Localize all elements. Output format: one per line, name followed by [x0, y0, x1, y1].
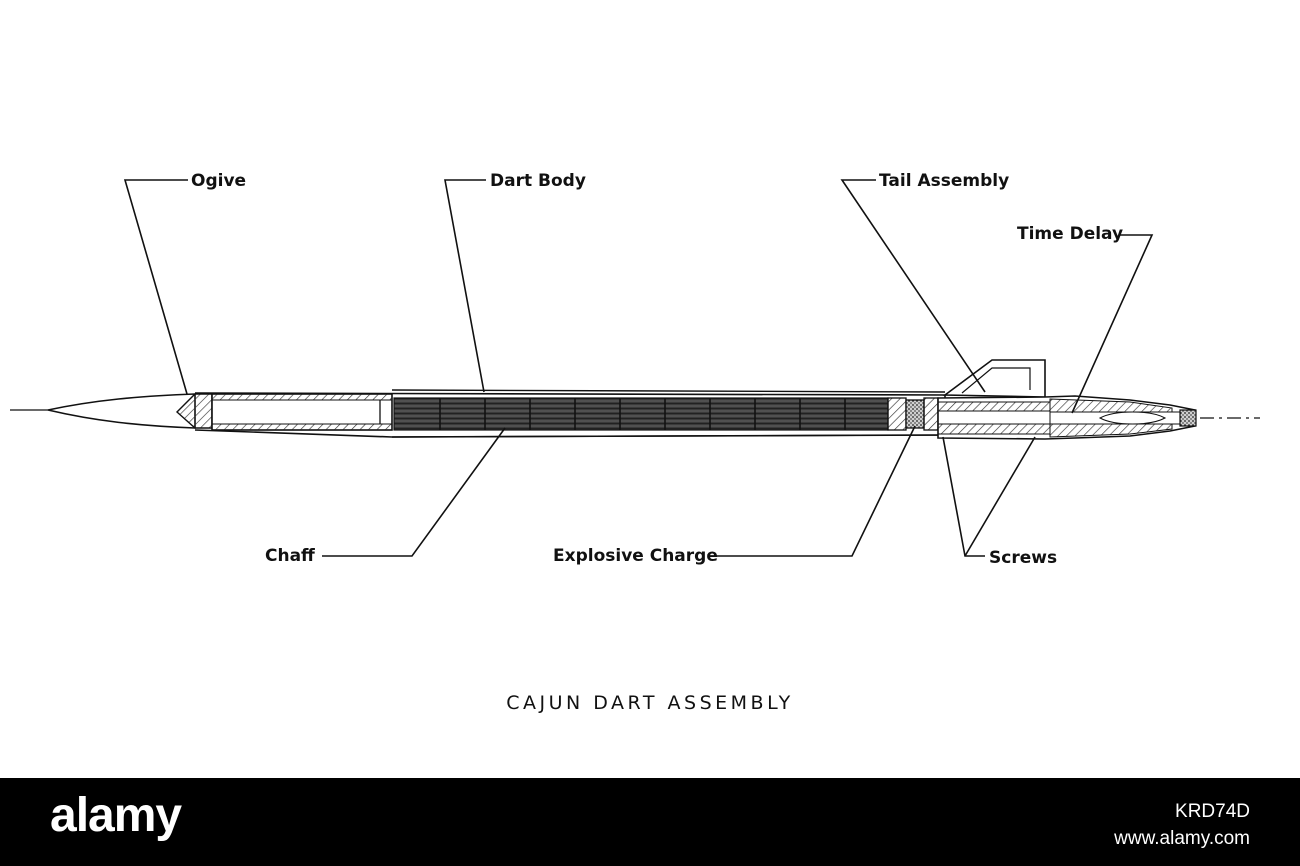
time-delay-leader [1071, 234, 1154, 414]
screws-leader-b [964, 436, 1036, 557]
label-ogive: Ogive [191, 171, 246, 191]
chaff-leader [322, 427, 506, 557]
brand-logo: alamy [50, 789, 182, 842]
leader-lines [123, 179, 1154, 557]
dart-body-leader [444, 179, 486, 393]
label-screws: Screws [989, 548, 1057, 568]
tail-fin [942, 359, 1046, 398]
explosive-charge-block [887, 397, 939, 431]
explosive-charge-leader [714, 425, 916, 557]
label-dart-body: Dart Body [490, 171, 586, 191]
dart-cutaway-drawing: Ogive Dart Body Tail Assembly Time Delay… [10, 171, 1260, 568]
site-url: www.alamy.com [1114, 828, 1250, 849]
label-chaff: Chaff [265, 546, 315, 566]
screws-leader-a [942, 436, 985, 557]
label-time-delay: Time Delay [1017, 224, 1123, 244]
diagram-canvas: Ogive Dart Body Tail Assembly Time Delay… [10, 171, 1260, 714]
image-reference: KRD74D www.alamy.com [1114, 798, 1250, 852]
watermark-bar: alamy KRD74D www.alamy.com [0, 778, 1300, 866]
image-id: KRD74D [1175, 801, 1250, 822]
label-explosive-charge: Explosive Charge [553, 546, 718, 566]
forward-sleeve [211, 393, 393, 431]
figure-caption: CAJUN DART ASSEMBLY [506, 692, 794, 714]
chaff-payload [393, 397, 889, 431]
tail-assembly-body [937, 395, 1197, 440]
tail-assembly-leader [840, 179, 986, 393]
ogive-leader [123, 179, 188, 395]
label-tail-assembly: Tail Assembly [879, 171, 1009, 191]
ogive-nose-cone [47, 393, 213, 429]
